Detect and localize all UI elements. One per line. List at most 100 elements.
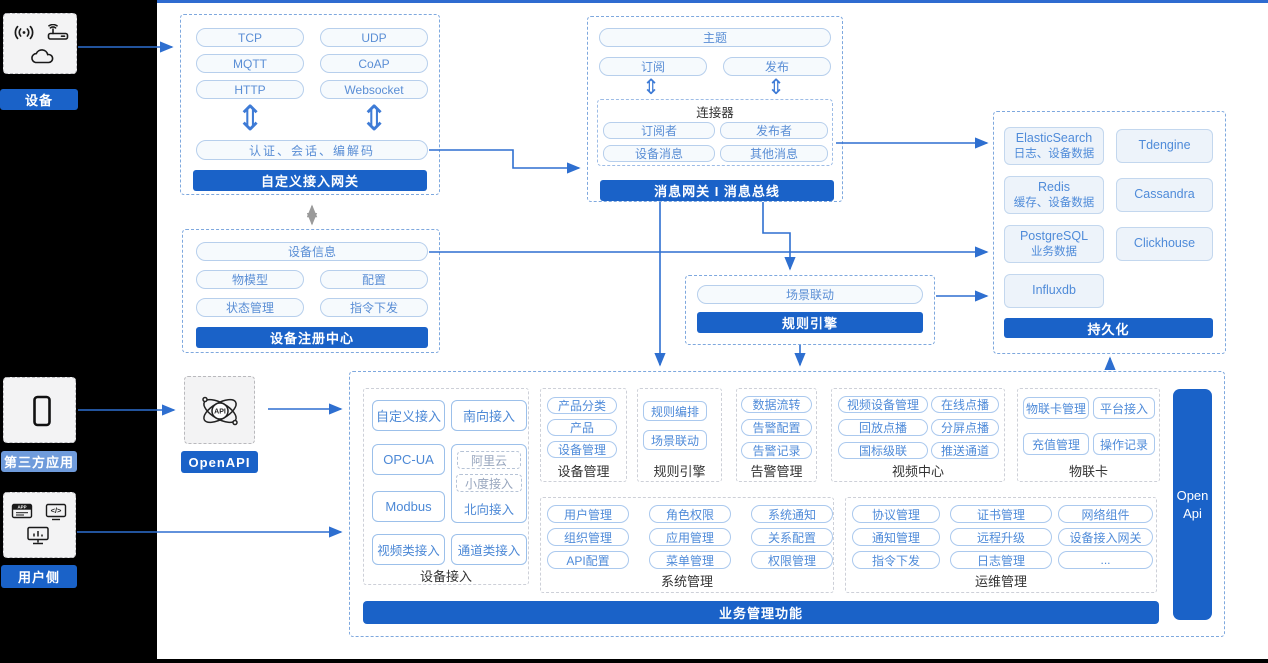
store-redis: Redis 缓存、设备数据: [1004, 176, 1104, 214]
section-label-ops: 运维管理: [974, 574, 1027, 589]
section-label-video: 视频中心: [891, 464, 944, 479]
pill-device-gateway: 设备接入网关: [1058, 528, 1153, 546]
pill-notice-mgmt: 通知管理: [852, 528, 940, 546]
connector-publisher: 发布者: [720, 122, 828, 139]
access-northbound: 北向接入: [463, 502, 514, 517]
pill-platform-access: 平台接入: [1093, 397, 1155, 419]
section-label-rule: 规则引擎: [653, 464, 706, 479]
svg-text:</>: </>: [51, 506, 62, 515]
pill-network-comp: 网络组件: [1058, 505, 1153, 523]
pill-playback: 回放点播: [838, 419, 928, 436]
api-atom-icon: API: [194, 387, 246, 440]
app-icon: APP: [11, 503, 33, 526]
access-modbus: Modbus: [372, 491, 445, 522]
store-cassandra: Cassandra: [1116, 178, 1213, 212]
wireless-signal-icon: [12, 24, 36, 46]
updown-arrow-icon: ⇕: [767, 74, 785, 99]
topic-pill: 主题: [599, 28, 831, 47]
svg-text:API: API: [214, 409, 226, 416]
pill-product: 产品: [547, 419, 617, 436]
access-southbound: 南向接入: [451, 400, 527, 431]
device-registry-title-bar: 设备注册中心: [196, 327, 428, 348]
config-pill: 配置: [320, 270, 428, 289]
pill-alarm-config: 告警配置: [741, 419, 812, 436]
protocol-http: HTTP: [196, 80, 304, 99]
protocol-coap: CoAP: [320, 54, 428, 73]
store-postgresql: PostgreSQL 业务数据: [1004, 225, 1104, 263]
pill-iot-card-mgmt: 物联卡管理: [1023, 397, 1089, 419]
pill-recharge-mgmt: 充值管理: [1023, 433, 1089, 455]
device-info-pill: 设备信息: [196, 242, 428, 261]
pill-alarm-record: 告警记录: [741, 442, 812, 459]
pill-org-mgmt: 组织管理: [547, 528, 629, 546]
phone-icon: [32, 395, 52, 432]
access-video: 视频类接入: [372, 534, 445, 565]
protocol-websocket: Websocket: [320, 80, 428, 99]
device-icons-box: [3, 13, 77, 74]
rule-engine-title-bar: 规则引擎: [697, 312, 923, 333]
connector-other-msg: 其他消息: [720, 145, 828, 162]
store-clickhouse: Clickhouse: [1116, 227, 1213, 261]
user-side-icons-box: APP </>: [3, 492, 76, 558]
svg-text:APP: APP: [17, 505, 26, 510]
pill-online-play: 在线点播: [931, 396, 999, 413]
store-elasticsearch: ElasticSearch 日志、设备数据: [1004, 127, 1104, 165]
store-tdengine: Tdengine: [1116, 129, 1213, 163]
third-party-label: 第三方应用: [1, 451, 77, 472]
open-api-vertical-bar: Open Api: [1173, 389, 1212, 620]
pill-perm-mgmt: 权限管理: [751, 551, 833, 569]
user-side-label: 用户侧: [1, 565, 77, 588]
chart-icon: [26, 526, 50, 551]
pill-log-mgmt: 日志管理: [950, 551, 1052, 569]
pill-protocol-mgmt: 协议管理: [852, 505, 940, 523]
pill-sys-notice: 系统通知: [751, 505, 833, 523]
protocol-udp: UDP: [320, 28, 428, 47]
router-icon: [46, 23, 70, 46]
connector-subscriber: 订阅者: [603, 122, 715, 139]
pill-push-channel: 推送通道: [931, 442, 999, 459]
pill-role-perm: 角色权限: [649, 505, 731, 523]
pill-app-mgmt: 应用管理: [649, 528, 731, 546]
status-mgmt-pill: 状态管理: [196, 298, 304, 317]
pill-rule-orchestration: 规则编排: [643, 401, 707, 421]
persistence-title-bar: 持久化: [1004, 318, 1213, 338]
section-label-alarm: 告警管理: [750, 464, 803, 479]
store-influxdb: Influxdb: [1004, 274, 1104, 308]
access-aliyun: 阿里云: [457, 451, 521, 469]
pill-remote-upgrade: 远程升级: [950, 528, 1052, 546]
business-footer-bar: 业务管理功能: [363, 601, 1159, 624]
pill-api-config: API配置: [547, 551, 629, 569]
access-xiaodu: 小度接入: [456, 474, 522, 492]
access-channel: 通道类接入: [451, 534, 527, 565]
pill-scene-linkage: 场景联动: [643, 430, 707, 450]
custom-gateway-title-bar: 自定义接入网关: [193, 170, 427, 191]
open-api-label: OpenAPI: [181, 451, 258, 473]
connector-device-msg: 设备消息: [603, 145, 715, 162]
pill-command-issue: 指令下发: [852, 551, 940, 569]
section-label-system: 系统管理: [660, 574, 713, 589]
pill-video-device-mgmt: 视频设备管理: [838, 396, 928, 413]
thing-model-pill: 物模型: [196, 270, 304, 289]
top-accent-line: [157, 0, 1268, 3]
section-label-device-access: 设备接入: [419, 569, 472, 584]
pill-splitscreen: 分屏点播: [931, 419, 999, 436]
protocol-tcp: TCP: [196, 28, 304, 47]
open-api-icon-box: API: [184, 376, 255, 444]
updown-arrow-icon: ⇕: [359, 99, 389, 139]
publish-pill: 发布: [723, 57, 831, 76]
cloud-icon: [28, 48, 56, 71]
pill-gb-cascade: 国标级联: [838, 442, 928, 459]
auth-session-codec-pill: 认证、会话、编解码: [196, 140, 428, 160]
device-label: 设备: [0, 89, 78, 110]
pill-operation-record: 操作记录: [1093, 433, 1155, 455]
pill-user-mgmt: 用户管理: [547, 505, 629, 523]
subscribe-pill: 订阅: [599, 57, 707, 76]
updown-arrow-icon: ⇕: [642, 74, 660, 99]
scene-linkage-pill: 场景联动: [697, 285, 923, 304]
code-icon: </>: [45, 503, 67, 526]
protocol-mqtt: MQTT: [196, 54, 304, 73]
section-label-device-mgmt: 设备管理: [557, 464, 610, 479]
pill-data-flow: 数据流转: [741, 396, 812, 413]
connector-title: 连接器: [696, 106, 734, 120]
